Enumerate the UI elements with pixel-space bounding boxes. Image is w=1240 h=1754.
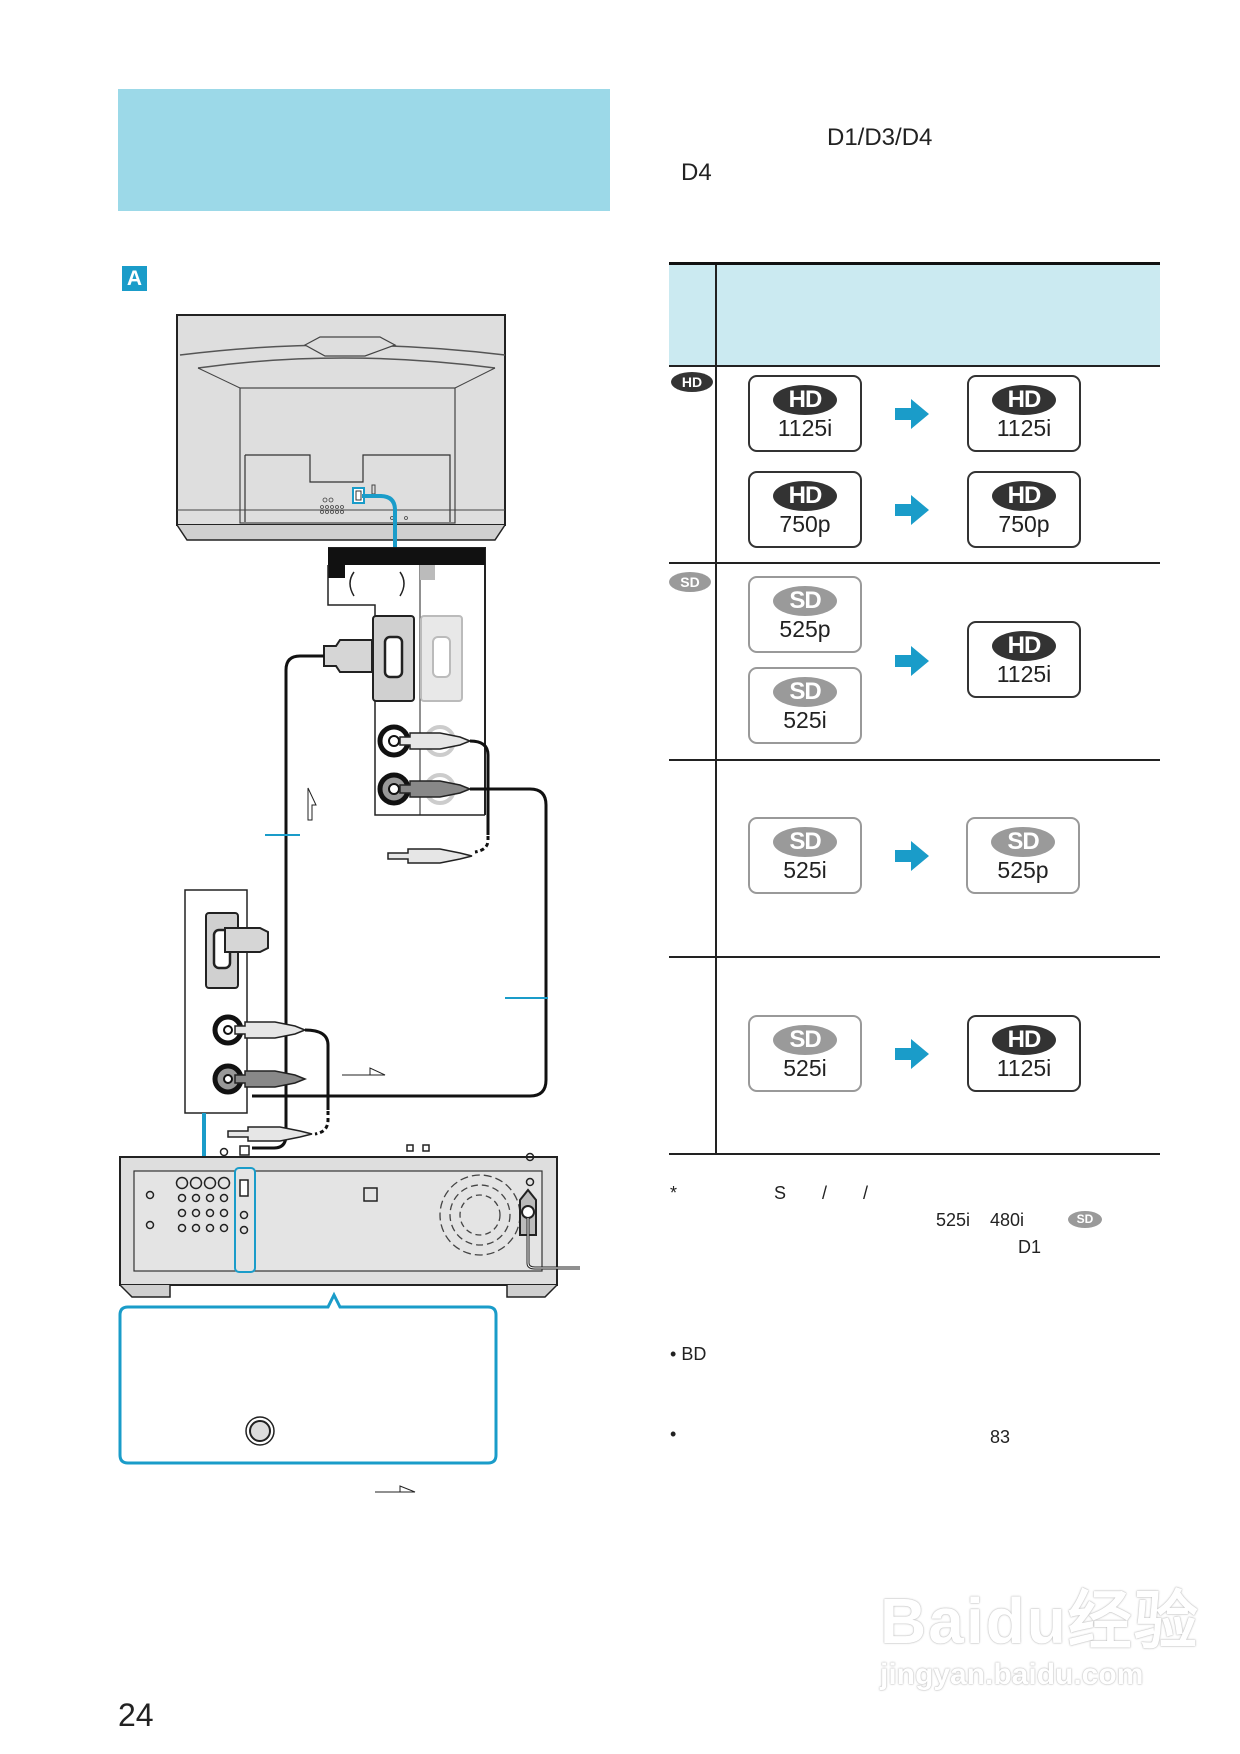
- intro-text-line2: D4: [681, 159, 712, 186]
- arrow-right-icon: [895, 841, 929, 871]
- table-top-border: [669, 262, 1160, 265]
- conversion-table: HD HD 1125i HD 1125i HD 750p HD 750p SD …: [669, 262, 1160, 1155]
- hd-pill-icon: HD: [992, 481, 1056, 511]
- hd-pill-icon: HD: [773, 385, 837, 415]
- footnote-marker: *: [670, 1183, 678, 1203]
- page-reference: 83: [990, 1427, 1011, 1447]
- resolution-value: 525i: [783, 857, 827, 883]
- source-format-box: SD 525p: [748, 576, 862, 653]
- output-format-box: HD 1125i: [967, 375, 1081, 452]
- diagram-label-a: A: [122, 266, 147, 291]
- section-title-banner: [118, 89, 610, 211]
- output-format-box: HD 1125i: [967, 621, 1081, 698]
- footnote-text: S: [774, 1183, 787, 1203]
- output-format-box: HD 1125i: [967, 1015, 1081, 1092]
- tv-rear-illustration: [176, 314, 506, 541]
- sd-pill-icon: SD: [773, 586, 837, 616]
- footnote-text: /: [863, 1183, 869, 1203]
- source-format-box: SD 525i: [748, 817, 862, 894]
- table-divider: [669, 956, 1160, 958]
- bullet-item: •: [670, 1424, 676, 1445]
- footnote-text: D1: [1018, 1237, 1042, 1257]
- sd-pill-icon: SD: [773, 827, 837, 857]
- table-divider: [669, 1153, 1160, 1155]
- bd-recorder-rear-illustration: [119, 1144, 580, 1298]
- connection-diagram: [118, 314, 580, 1493]
- resolution-value: 525i: [783, 707, 827, 733]
- signal-direction-arrow-icon: [342, 1067, 386, 1076]
- sd-pill-icon: SD: [773, 1025, 837, 1055]
- source-format-box: SD 525i: [748, 1015, 862, 1092]
- hd-pill-icon: HD: [992, 631, 1056, 661]
- bullet-text: BD: [681, 1344, 707, 1364]
- bullet-item: • BD: [670, 1344, 706, 1365]
- table-divider: [669, 562, 1160, 564]
- hd-pill-icon: HD: [992, 385, 1056, 415]
- source-format-box: HD 750p: [748, 471, 862, 548]
- watermark-logo: Baidu经验: [880, 1585, 1200, 1657]
- arrow-right-icon: [895, 646, 929, 676]
- watermark: Baidu经验 jingyan.baidu.com: [880, 1570, 1200, 1692]
- hdmi-cable-blue: [362, 494, 397, 550]
- source-format-box: SD 525i: [748, 667, 862, 744]
- output-format-box: SD 525p: [966, 817, 1080, 894]
- arrow-right-icon: [895, 1039, 929, 1069]
- sd-badge-icon: SD: [1068, 1211, 1102, 1228]
- callout-bubble: [118, 1291, 498, 1465]
- arrow-right-icon: [895, 399, 929, 429]
- resolution-value: 750p: [998, 511, 1050, 537]
- signal-direction-arrow-icon: [307, 787, 317, 821]
- intro-text-line1: D1/D3/D4: [827, 124, 933, 151]
- resolution-value: 525p: [997, 857, 1049, 883]
- hd-pill-icon: HD: [992, 1025, 1056, 1055]
- hd-pill-icon: HD: [773, 481, 837, 511]
- resolution-value: 750p: [779, 511, 831, 537]
- table-column-divider: [715, 265, 717, 1155]
- table-divider: [669, 759, 1160, 761]
- player-output-panel: [184, 889, 330, 1142]
- signal-direction-arrow-icon: [375, 1485, 416, 1493]
- watermark-url: jingyan.baidu.com: [880, 1658, 1144, 1691]
- tv-input-panel: [252, 547, 548, 1150]
- arrow-right-icon: [895, 495, 929, 525]
- sd-pill-icon: SD: [991, 827, 1055, 857]
- page-number: 24: [118, 1697, 154, 1733]
- resolution-value: 1125i: [777, 415, 833, 441]
- resolution-value: 1125i: [996, 1055, 1052, 1081]
- resolution-value: 525p: [779, 616, 831, 642]
- resolution-value: 525i: [783, 1055, 827, 1081]
- row-tag-sd: SD: [669, 572, 711, 592]
- table-divider: [669, 365, 1160, 367]
- footnote-text: 480i: [990, 1210, 1025, 1230]
- footnote-text: 525i: [936, 1210, 971, 1230]
- resolution-value: 1125i: [996, 415, 1052, 441]
- resolution-value: 1125i: [996, 661, 1052, 687]
- bullet-icon: •: [670, 1344, 677, 1364]
- output-format-box: HD 750p: [967, 471, 1081, 548]
- bullet-icon: •: [670, 1424, 677, 1444]
- row-tag-hd: HD: [671, 372, 713, 392]
- footnote-text: /: [822, 1183, 828, 1203]
- table-header: [669, 265, 1160, 365]
- sd-pill-icon: SD: [773, 677, 837, 707]
- source-format-box: HD 1125i: [748, 375, 862, 452]
